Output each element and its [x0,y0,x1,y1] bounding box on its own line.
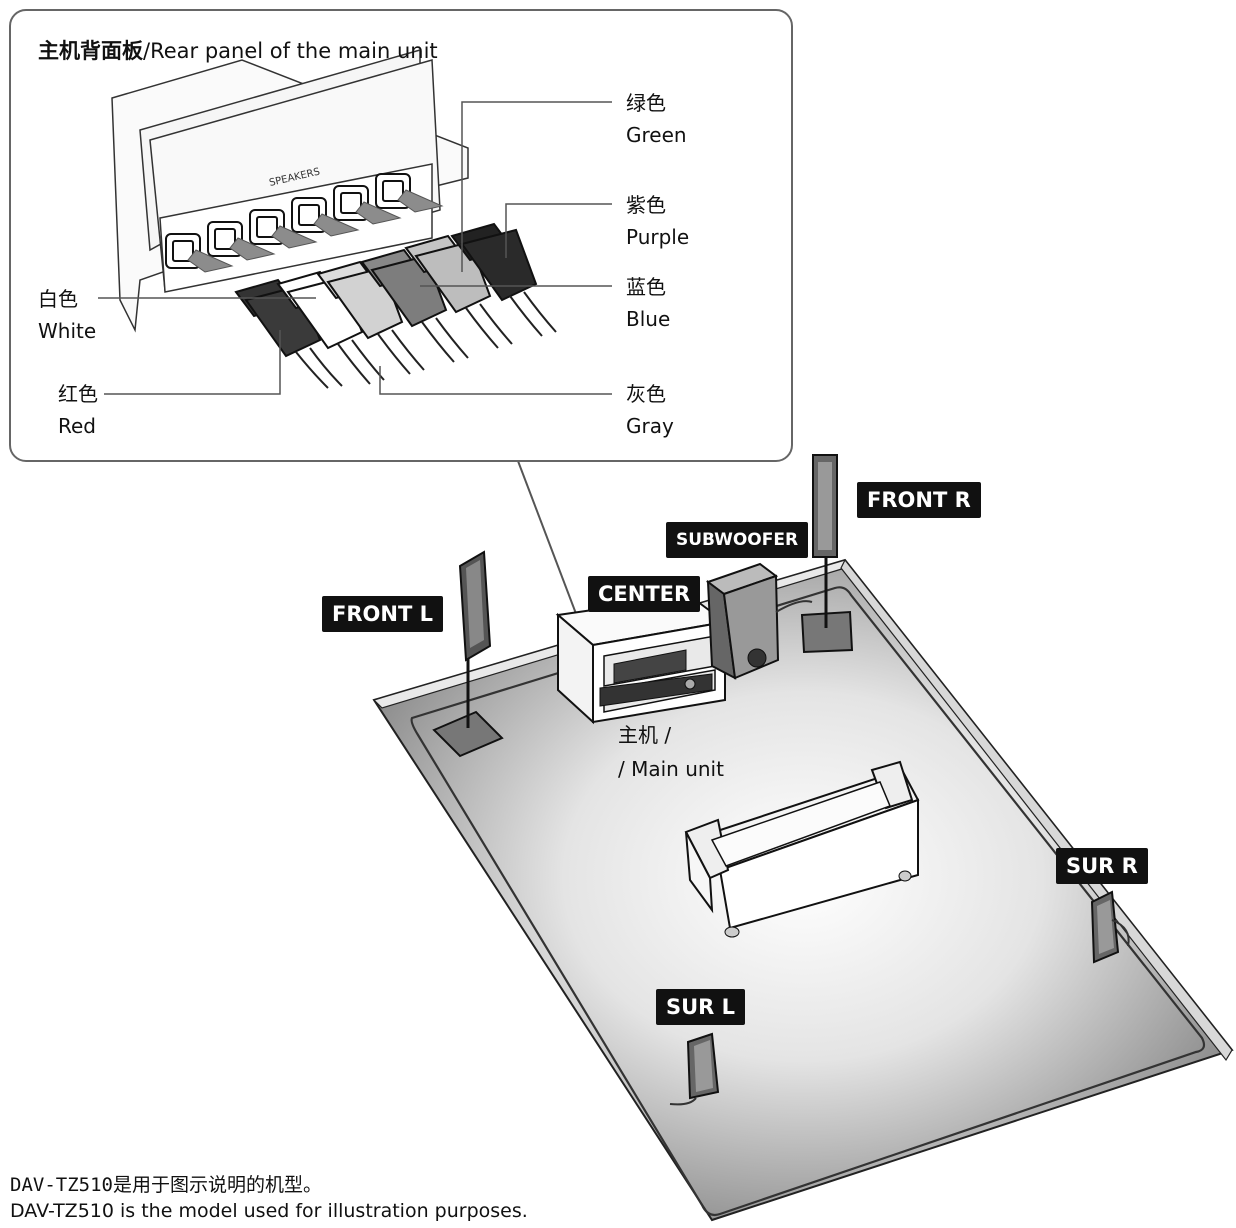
label-blue-zh: 蓝色 [626,275,666,299]
subwoofer [705,562,813,680]
label-red-en: Red [58,414,96,438]
label-green-zh: 绿色 [626,91,666,115]
rear-panel-illustration: SPEAKERS [111,49,557,389]
front-l-speaker [432,550,504,758]
panel-title-zh: 主机背面板 [38,39,143,63]
badge-sur-l: SUR L [656,989,746,1025]
panel-title-en: /Rear panel of the main unit [143,39,438,63]
label-gray-zh: 灰色 [626,382,666,406]
leader-lines [98,101,612,395]
badge-subwoofer: SUBWOOFER [666,522,809,558]
footnote-zh: DAV-TZ510是用于图示说明的机型。 [10,1174,322,1196]
panel-title: 主机背面板/Rear panel of the main unit [38,36,438,66]
plug-wires [295,291,557,389]
label-gray-en: Gray [626,414,674,438]
footnote-en: DAV-TZ510 is the model used for illustra… [10,1200,528,1222]
main-unit-zh: 主机 / [618,723,672,747]
footnote: DAV-TZ510是用于图示说明的机型。 DAV-TZ510 is the mo… [10,1172,528,1224]
sur-l-speaker [669,1032,720,1106]
av-rack [555,594,728,725]
badge-front-r: FRONT R [857,482,981,518]
label-red-zh: 红色 [58,382,98,406]
main-unit-en: / Main unit [618,757,724,781]
label-blue-en: Blue [626,307,671,331]
label-white-en: White [38,319,97,343]
badge-front-l: FRONT L [322,596,443,632]
badge-center: CENTER [588,576,701,612]
plug-green [404,234,492,314]
sofa [684,760,920,938]
label-white-zh: 白色 [38,287,78,311]
badge-sur-r: SUR R [1056,848,1148,884]
speaker-cable [410,586,1206,1217]
label-green-en: Green [626,123,687,147]
front-r-speaker [800,454,854,654]
plug-purple [450,222,538,302]
sur-r-speaker [1090,890,1130,964]
label-purple-zh: 紫色 [626,193,666,217]
label-purple-en: Purple [626,225,690,249]
insertion-arrows [187,189,444,273]
